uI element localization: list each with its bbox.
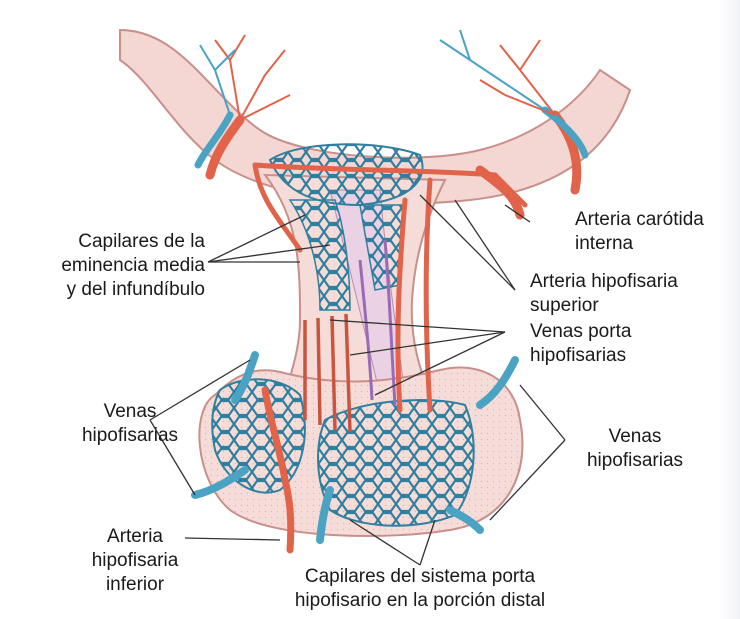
label-distal-portal-capillaries: Capilares del sistema porta hipofisario …: [265, 565, 575, 613]
label-median-eminence-capillaries: Capilares de la eminencia media y del in…: [25, 230, 205, 302]
label-left-hypophyseal-veins: Venas hipofisarias: [70, 400, 190, 448]
label-right-hypophyseal-veins: Venas hipofisarias: [570, 425, 700, 473]
label-superior-hypophyseal-artery: Arteria hipofisaria superior: [530, 270, 678, 318]
label-portal-veins: Venas porta hipofisarias: [530, 320, 631, 368]
label-inferior-hypophyseal-artery: Arteria hipofisaria inferior: [80, 525, 190, 597]
label-internal-carotid: Arteria carótida interna: [575, 208, 704, 256]
